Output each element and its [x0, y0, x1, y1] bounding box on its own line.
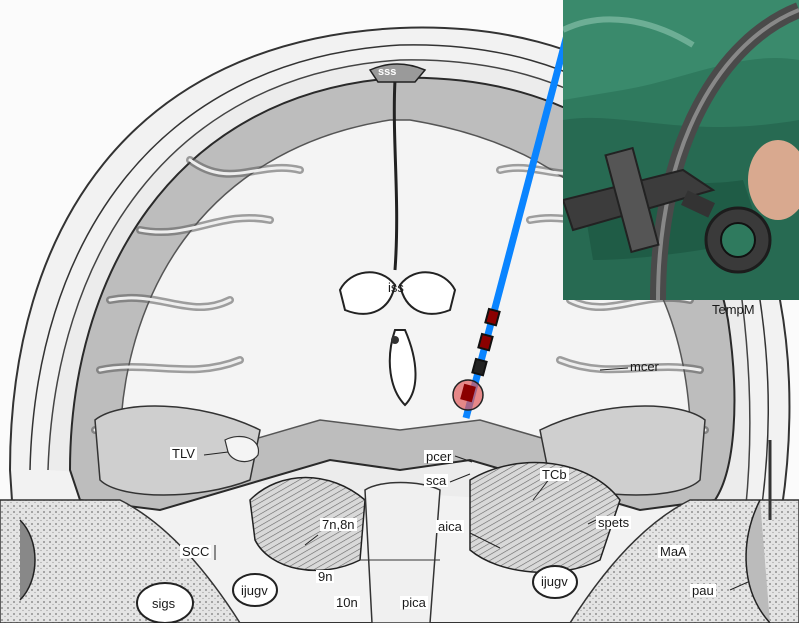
label-10n: 10n	[334, 596, 360, 609]
label-9n: 9n	[316, 570, 334, 583]
label-pcer: pcer	[424, 450, 453, 463]
label-mcer: mcer	[630, 360, 659, 373]
label-sigs: sigs	[152, 597, 175, 610]
stereotactic-frame-photo	[563, 0, 799, 300]
label-7n-8n: 7n,8n	[320, 518, 357, 531]
label-spets: spets	[596, 516, 631, 529]
label-sss: sss	[378, 67, 396, 78]
label-scc: SCC	[180, 545, 211, 558]
label-tcb: TCb	[540, 468, 569, 481]
label-ijugv-left: ijugv	[241, 584, 268, 597]
label-aica: aica	[436, 520, 464, 533]
label-pau: pau	[690, 584, 716, 597]
label-sca: sca	[424, 474, 448, 487]
label-maa: MaA	[658, 545, 689, 558]
label-pica: pica	[400, 596, 428, 609]
label-ijugv-right: ijugv	[541, 575, 568, 588]
label-tempm: TempM	[712, 303, 755, 316]
label-tlv: TLV	[170, 447, 197, 460]
label-iss: iss	[388, 281, 404, 294]
